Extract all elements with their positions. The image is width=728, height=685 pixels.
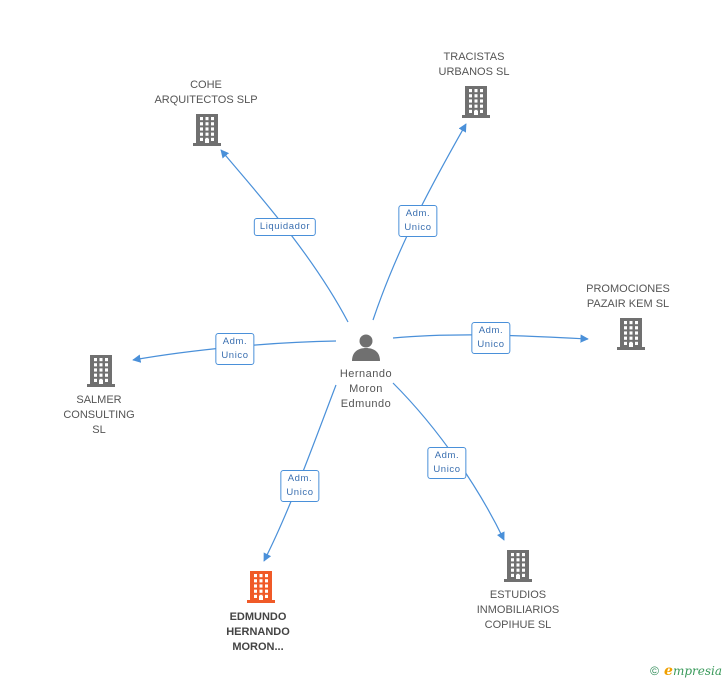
building-icon-cohe[interactable]: [193, 114, 221, 146]
company-name-line: SL: [92, 424, 106, 436]
center-person-label[interactable]: Hernando Moron Edmundo: [340, 367, 392, 412]
company-name-line: ARQUITECTOS SLP: [154, 94, 258, 106]
copyright-symbol: ©: [650, 664, 660, 678]
company-name-line: URBANOS SL: [438, 66, 510, 78]
company-name-line: HERNANDO: [226, 626, 290, 638]
company-name-line: MORON...: [232, 641, 284, 653]
building-icon-edmundo[interactable]: [247, 571, 275, 603]
building-icon-estudios[interactable]: [504, 550, 532, 582]
company-name-line: SALMER: [76, 394, 122, 406]
company-name-line: PAZAIR KEM SL: [586, 298, 670, 310]
role-badge-salmer[interactable]: Adm. Unico: [215, 333, 255, 365]
role-badge-edmundo[interactable]: Adm. Unico: [280, 470, 320, 502]
footer-credit: © empresia: [650, 663, 722, 679]
company-label-tracistas[interactable]: TRACISTAS URBANOS SL: [439, 50, 510, 80]
company-name-line: CONSULTING: [63, 409, 135, 421]
person-name-line: Edmundo: [340, 398, 392, 410]
company-label-edmundo[interactable]: EDMUNDO HERNANDO MORON...: [226, 610, 290, 655]
role-line: Adm.: [434, 450, 460, 461]
role-badge-cohe[interactable]: Liquidador: [253, 218, 317, 236]
role-line: Unico: [477, 339, 505, 350]
company-name-line: COHE: [190, 79, 222, 91]
role-line: Adm.: [222, 336, 248, 347]
company-label-salmer[interactable]: SALMER CONSULTING SL: [63, 393, 134, 438]
role-line: Adm.: [478, 325, 504, 336]
company-label-cohe[interactable]: COHE ARQUITECTOS SLP: [154, 78, 257, 108]
role-line: Unico: [286, 487, 314, 498]
role-line: Liquidador: [259, 221, 311, 232]
building-icon-tracistas[interactable]: [462, 86, 490, 118]
company-name-line: EDMUNDO: [229, 611, 287, 623]
company-name-line: TRACISTAS: [443, 51, 505, 63]
building-icon-promociones[interactable]: [617, 318, 645, 350]
brand-logo[interactable]: empresia: [664, 663, 722, 679]
role-badge-tracistas[interactable]: Adm. Unico: [398, 205, 438, 237]
person-name-line: Hernando: [339, 368, 393, 380]
company-name-line: INMOBILIARIOS: [476, 604, 560, 616]
role-badge-estudios[interactable]: Adm. Unico: [427, 447, 467, 479]
edge-cohe: [220, 149, 349, 323]
person-icon[interactable]: [352, 334, 380, 362]
company-name-line: PROMOCIONES: [586, 283, 670, 295]
role-line: Adm.: [287, 473, 313, 484]
company-label-promociones[interactable]: PROMOCIONES PAZAIR KEM SL: [586, 282, 670, 312]
brand-name: mpresia: [672, 664, 722, 678]
role-line: Unico: [404, 222, 432, 233]
role-line: Unico: [433, 464, 461, 475]
role-badge-promociones[interactable]: Adm. Unico: [471, 322, 511, 354]
brand-initial: e: [664, 663, 673, 679]
company-name-line: COPIHUE SL: [484, 619, 552, 631]
person-name-line: Moron: [349, 383, 383, 395]
company-name-line: ESTUDIOS: [489, 589, 547, 601]
building-icon-salmer[interactable]: [87, 355, 115, 387]
role-line: Unico: [221, 350, 249, 361]
company-label-estudios[interactable]: ESTUDIOS INMOBILIARIOS COPIHUE SL: [477, 588, 560, 633]
role-line: Adm.: [405, 208, 431, 219]
